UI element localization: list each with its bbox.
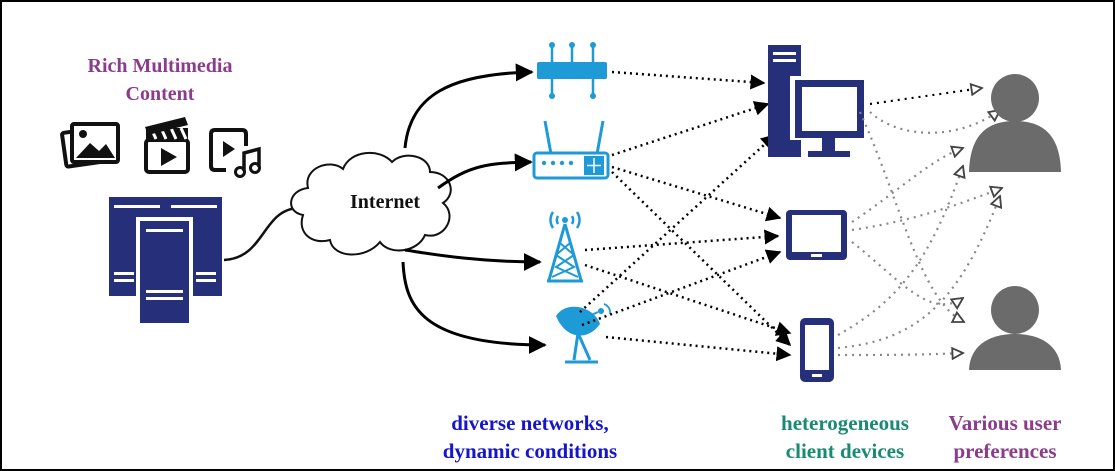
preferences-label: Various user preferences — [925, 409, 1085, 465]
user-icon — [969, 286, 1061, 370]
devices-label-line1: heterogeneous — [781, 411, 909, 435]
networks-label-line1: diverse networks, — [451, 411, 609, 435]
internet-label: Internet — [350, 191, 420, 213]
tablet-icon — [786, 210, 847, 260]
internet-to-router-link — [437, 153, 533, 190]
content-title-line2: Content — [125, 83, 195, 105]
preferences-label-line2: preferences — [953, 439, 1057, 463]
video-music-icon — [209, 128, 261, 178]
networks-label: diverse networks, dynamic conditions — [395, 409, 665, 465]
wifi-router-icon — [532, 120, 610, 180]
smartphone-icon — [800, 318, 834, 382]
internet-to-satellite-link — [401, 261, 547, 354]
preferences-label-line1: Various user — [948, 411, 1062, 435]
internet-to-tower-link — [404, 248, 542, 271]
server-to-internet-link — [223, 206, 299, 262]
cell-tower-icon — [547, 211, 583, 283]
device-to-user-links — [837, 88, 1002, 355]
switch-icon — [537, 42, 607, 99]
content-title: Rich Multimedia Content — [60, 52, 260, 108]
desktop-computer-icon — [768, 45, 866, 157]
internet-cloud — [290, 151, 452, 256]
satellite-dish-icon — [556, 303, 611, 364]
content-title-line1: Rich Multimedia — [87, 55, 233, 77]
networks-label-line2: dynamic conditions — [442, 439, 618, 463]
devices-label-line2: client devices — [785, 439, 905, 463]
image-gallery-icon — [60, 122, 120, 169]
user-icon — [969, 74, 1061, 172]
clapperboard-icon — [144, 117, 190, 174]
server-stack-icon — [109, 197, 222, 327]
devices-label: heterogeneous client devices — [740, 409, 950, 465]
internet-to-switch-link — [403, 63, 534, 149]
network-to-device-links — [579, 70, 792, 362]
